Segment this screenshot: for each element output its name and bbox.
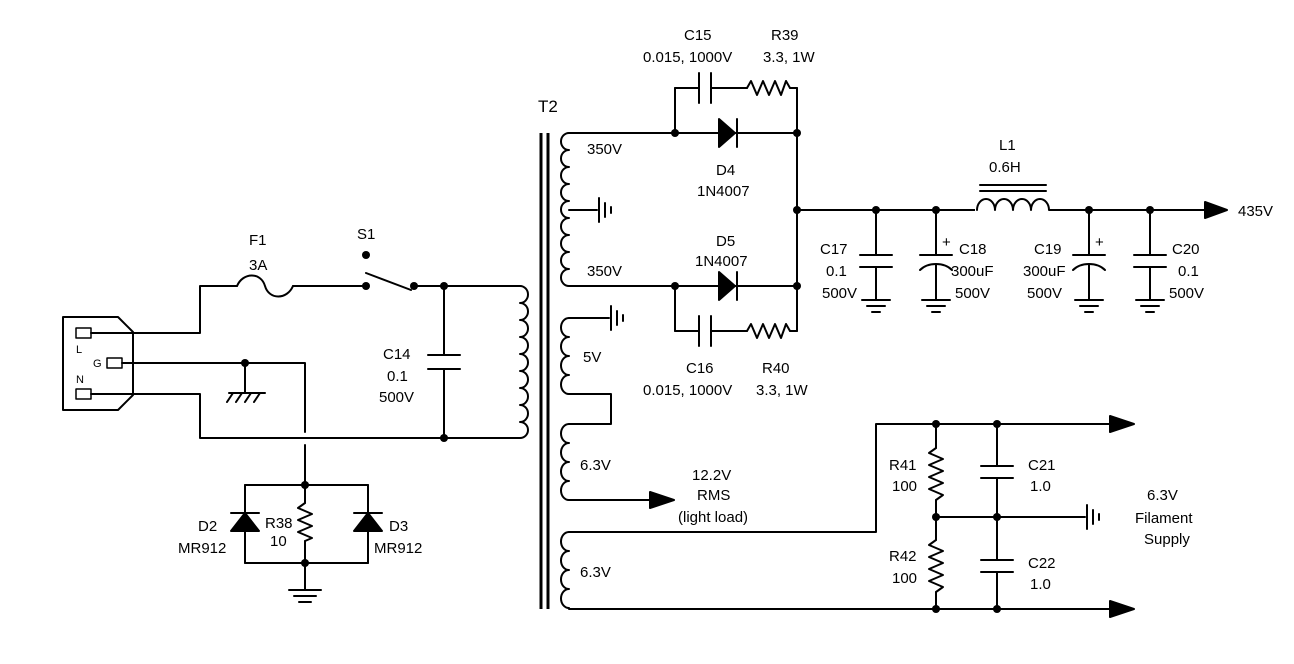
c21-ref: C21 [1028, 457, 1056, 474]
f1-value: 3A [249, 257, 267, 274]
resistor-r40: R40 3.3, 1W [746, 323, 809, 399]
r38-ref: R38 [265, 515, 293, 532]
c15-ref: C15 [684, 27, 712, 44]
ground-symbol-center-tap [568, 197, 612, 223]
d4-ref: D4 [716, 162, 735, 179]
output-435v-label: 435V [1238, 203, 1273, 220]
r41-ref: R41 [889, 457, 917, 474]
d5-part: 1N4007 [695, 253, 748, 270]
chassis-ground-symbol [226, 362, 266, 403]
d3-part: MR912 [374, 540, 422, 557]
diode-d5: D5 1N4007 [695, 233, 748, 301]
output-435v-arrow: 435V [1204, 201, 1273, 220]
c21-value: 1.0 [1030, 478, 1051, 495]
filament-wiring [568, 415, 1135, 618]
d2-ref: D2 [198, 518, 217, 535]
c14-voltage: 500V [379, 389, 414, 406]
d2-part: MR912 [178, 540, 226, 557]
r42-ref: R42 [889, 548, 917, 565]
c20-ref: C20 [1172, 241, 1200, 258]
resistor-r39: R39 3.3, 1W [746, 27, 816, 96]
c16-value: 0.015, 1000V [643, 382, 732, 399]
c19-polarity: + [1095, 234, 1104, 251]
d3-ref: D3 [389, 518, 408, 535]
l1-value: 0.6H [989, 159, 1021, 176]
filament-line2: Filament [1135, 510, 1193, 527]
capacitor-c16: C16 0.015, 1000V [643, 315, 732, 399]
neutral-pin-label: N [76, 374, 84, 386]
output-12v-line3: (light load) [678, 509, 748, 526]
c17-voltage: 500V [822, 285, 857, 302]
primary-wiring [90, 282, 521, 591]
filter-capacitors [859, 206, 1167, 313]
tap-label-350v-bottom: 350V [587, 263, 622, 280]
c19-ref: C19 [1034, 241, 1062, 258]
ground-symbol-5v [568, 305, 624, 331]
inductor-l1: L1 0.6H [975, 137, 1050, 216]
r42-value: 100 [892, 570, 917, 587]
r39-value: 3.3, 1W [763, 49, 816, 66]
c22-value: 1.0 [1030, 576, 1051, 593]
hv-rectifier-wiring [568, 87, 1208, 332]
c15-value: 0.015, 1000V [643, 49, 732, 66]
capacitor-c15: C15 0.015, 1000V [643, 27, 732, 104]
tap-label-6v3-b: 6.3V [580, 564, 611, 581]
f1-ref: F1 [249, 232, 267, 249]
c17-ref: C17 [820, 241, 848, 258]
r40-ref: R40 [762, 360, 790, 377]
c18-polarity: + [942, 234, 951, 251]
capacitor-c21: C21 1.0 [980, 457, 1056, 495]
filament-supply-label: 6.3V Filament Supply [1135, 487, 1193, 548]
tap-label-5v: 5V [583, 349, 601, 366]
output-12v-line1: 12.2V [692, 467, 731, 484]
c18-voltage: 500V [955, 285, 990, 302]
capacitor-c22: C22 1.0 [980, 555, 1056, 593]
ground-symbol-filament [1086, 504, 1100, 530]
ground-symbol-primary [288, 589, 322, 603]
tap-label-6v3-a: 6.3V [580, 457, 611, 474]
transformer-t2: T2 350V 350V 5V 6.3V 6.3V [519, 97, 622, 609]
c18-ref: C18 [959, 241, 987, 258]
c14-ref: C14 [383, 346, 411, 363]
c17-value: 0.1 [826, 263, 847, 280]
tap-label-350v-top: 350V [587, 141, 622, 158]
c20-value: 0.1 [1178, 263, 1199, 280]
c14-value: 0.1 [387, 368, 408, 385]
resistor-r42: R42 100 [889, 539, 944, 593]
d4-part: 1N4007 [697, 183, 750, 200]
output-12v-line2: RMS [697, 487, 730, 504]
t2-ref: T2 [538, 97, 558, 116]
capacitor-c14: C14 0.1 500V [379, 346, 461, 406]
d5-ref: D5 [716, 233, 735, 250]
output-12v-arrow: 12.2V RMS (light load) [568, 467, 748, 526]
ground-pin-label: G [93, 358, 102, 370]
diode-d2: D2 MR912 [178, 512, 260, 557]
resistor-r41: R41 100 [889, 447, 944, 501]
switch-s1: S1 [357, 226, 418, 291]
l1-ref: L1 [999, 137, 1016, 154]
c18-value: 300uF [951, 263, 994, 280]
c19-value: 300uF [1023, 263, 1066, 280]
r38-value: 10 [270, 533, 287, 550]
fuse-f1: F1 3A [236, 232, 294, 298]
resistor-r38: R38 10 [265, 502, 313, 550]
r41-value: 100 [892, 478, 917, 495]
filament-line3: Supply [1144, 531, 1190, 548]
c20-voltage: 500V [1169, 285, 1204, 302]
s1-ref: S1 [357, 226, 375, 243]
r39-ref: R39 [771, 27, 799, 44]
r40-value: 3.3, 1W [756, 382, 809, 399]
c19-voltage: 500V [1027, 285, 1062, 302]
line-pin-label: L [76, 344, 82, 356]
diode-d3: D3 MR912 [353, 512, 422, 557]
filament-line1: 6.3V [1147, 487, 1178, 504]
c16-ref: C16 [686, 360, 714, 377]
5v-6v3-jumper [568, 393, 612, 425]
diode-d4: D4 1N4007 [697, 118, 750, 200]
c22-ref: C22 [1028, 555, 1056, 572]
